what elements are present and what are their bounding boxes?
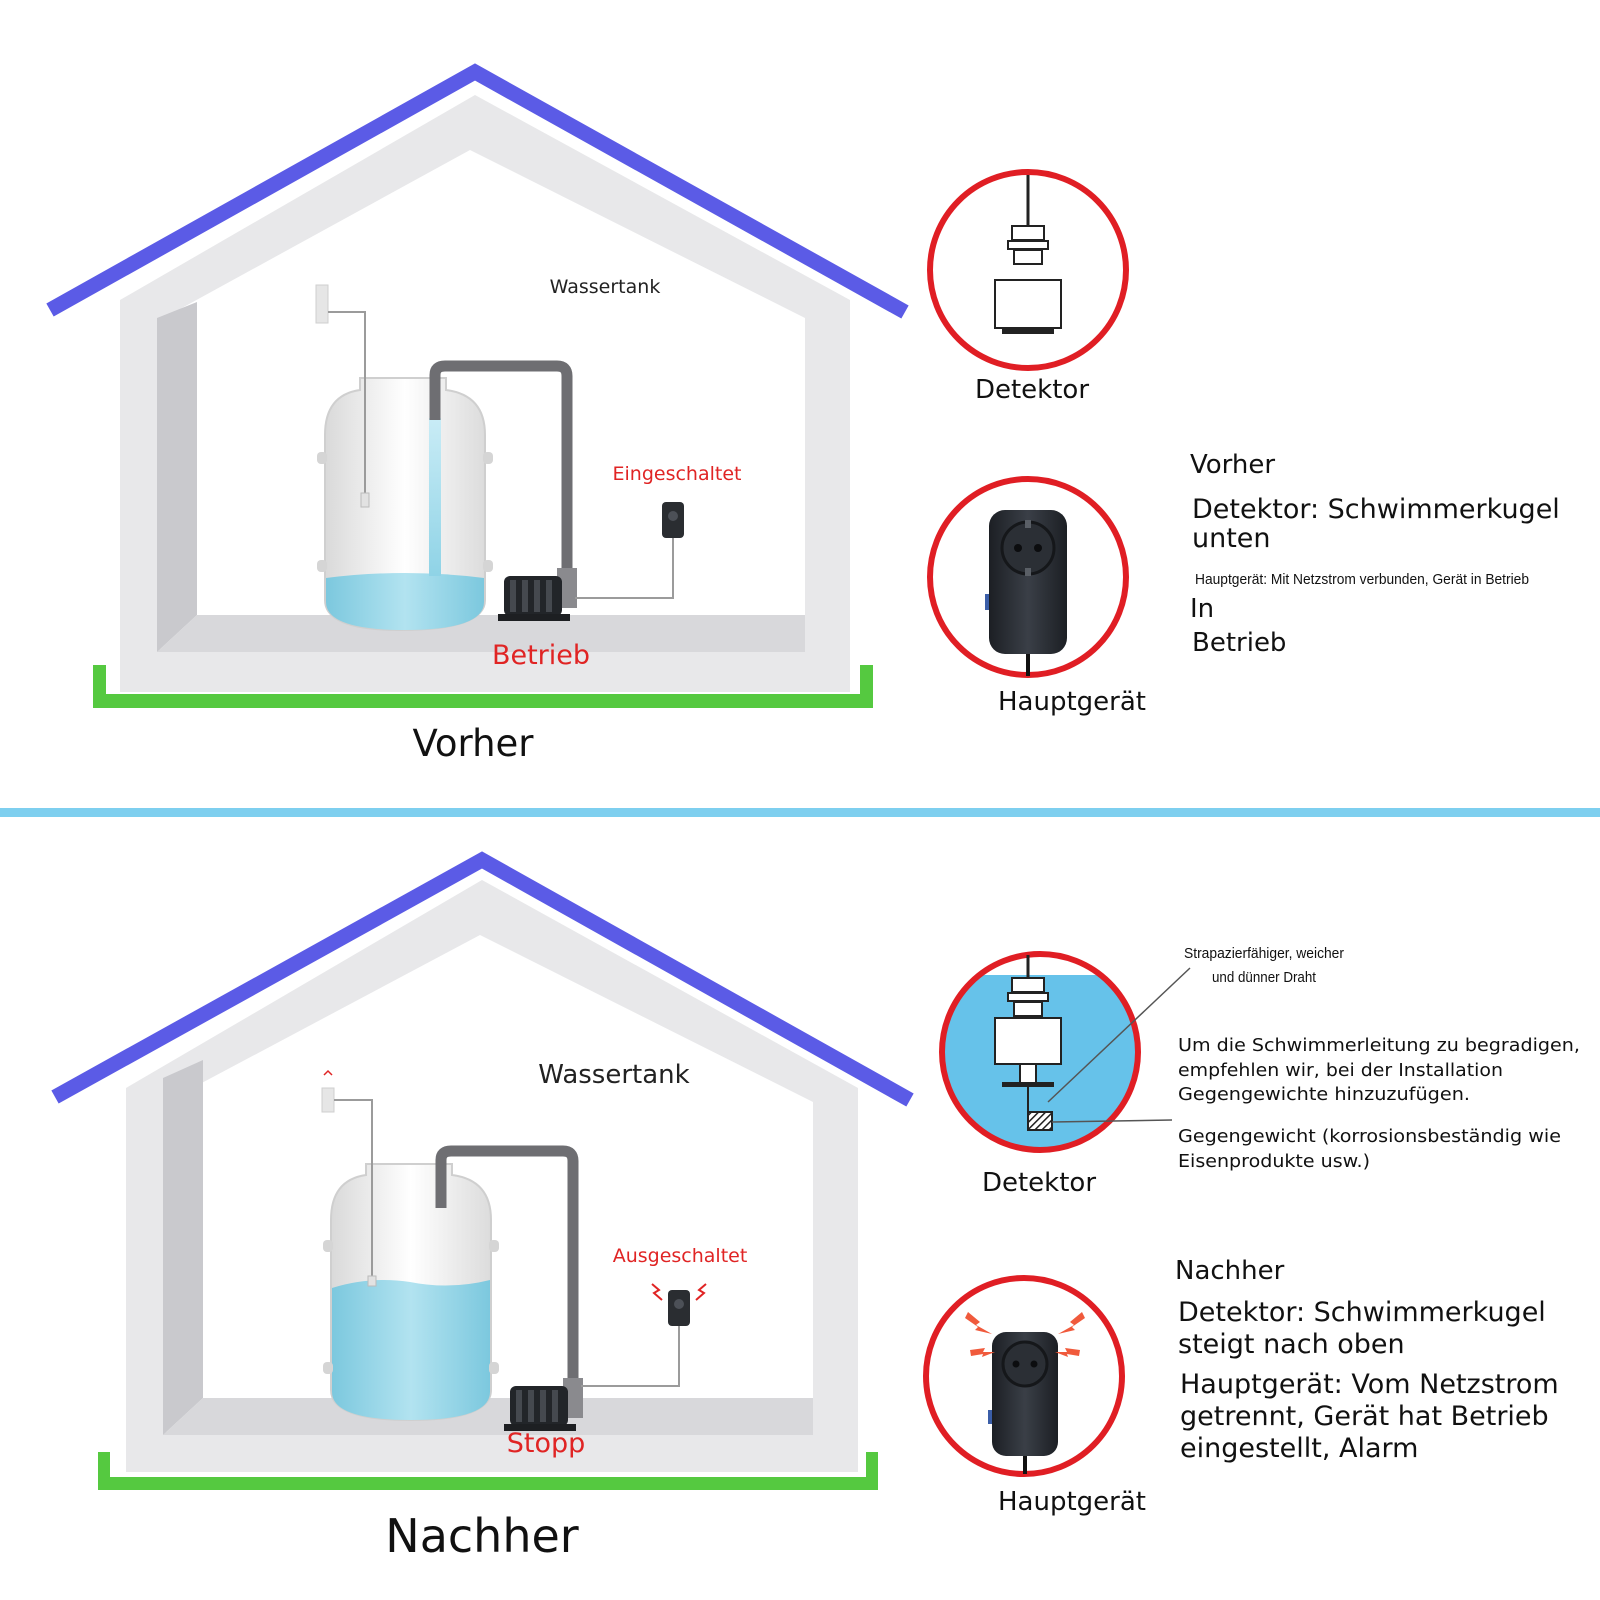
info-haupt-line3-bottom: eingestellt, Alarm [1180, 1433, 1418, 1464]
wire-pointer-line [1047, 967, 1191, 1103]
socket-device-icon [985, 510, 1067, 676]
weight-pointer-line [1051, 1119, 1173, 1123]
detector-callout-top [927, 169, 1129, 371]
wassertank-label-top: Wassertank [550, 276, 661, 298]
info-haupt-line1-bottom: Hauptgerät: Vom Netzstrom [1180, 1369, 1559, 1400]
tip-line1: Um die Schwimmerleitung zu begradigen, [1178, 1035, 1580, 1056]
stopp-label: Stopp [507, 1428, 586, 1459]
info-block-top: Vorher Detektor: Schwimmerkugel unten Ha… [1190, 450, 1560, 658]
house-top [46, 63, 909, 708]
house-left-wall-top [157, 302, 197, 652]
info-detektor-line1-bottom: Detektor: Schwimmerkugel [1178, 1297, 1546, 1328]
info-detektor-line2-bottom: steigt nach oben [1178, 1329, 1405, 1360]
water-tank-top [317, 377, 493, 632]
caption-nachher: Nachher [385, 1509, 578, 1563]
tip-line2: empfehlen wir, bei der Installation [1178, 1060, 1503, 1081]
tank-water-top [326, 573, 484, 630]
ground-bottom [98, 1452, 878, 1490]
water-tank-bottom [323, 1163, 499, 1422]
detector-callout-bottom [939, 951, 1191, 1153]
ausgeschaltet-label: Ausgeschaltet [613, 1245, 748, 1267]
house-interior-top [160, 150, 805, 650]
eingeschaltet-label: Eingeschaltet [613, 463, 742, 485]
house-floor-top [157, 615, 805, 652]
info-haupt-line2-bottom: getrennt, Gerät hat Betrieb [1180, 1401, 1549, 1432]
pump-icon-bottom [504, 1386, 576, 1431]
roof-top [46, 63, 909, 319]
float-switch-bottom [321, 1069, 377, 1287]
tip-line3: Gegengewichte hinzuzufügen. [1178, 1084, 1470, 1105]
main-device-callout-bottom [923, 1275, 1125, 1477]
info-betrieb-top: Betrieb [1192, 628, 1286, 658]
house-left-wall-bottom [163, 1060, 203, 1435]
caption-vorher: Vorher [412, 722, 534, 765]
controller-bottom [581, 1283, 707, 1387]
info-heading-nachher: Nachher [1175, 1256, 1285, 1286]
counterweight [1027, 1111, 1053, 1131]
weight-note-line2: Eisenprodukte usw.) [1178, 1151, 1370, 1172]
tank-water-bottom [332, 1280, 490, 1420]
alarm-spark-icon-callout [965, 1312, 1085, 1357]
wire-note-line1: Strapazierfähiger, weicher [1184, 945, 1344, 962]
float-switch-icon-bottom [994, 955, 1062, 1131]
pump-icon [498, 576, 570, 621]
info-haupt-small-top: Hauptgerät: Mit Netzstrom verbunden, Ger… [1195, 571, 1529, 588]
info-block-bottom: Nachher Detektor: Schwimmerkugel steigt … [1175, 1256, 1559, 1464]
water-stream-top [429, 418, 441, 576]
betrieb-label: Betrieb [492, 640, 590, 671]
main-device-callout-top [927, 476, 1129, 678]
alarm-spark-icon [651, 1283, 707, 1301]
ground-top [93, 665, 873, 708]
hauptgeraet-label-bottom: Hauptgerät [998, 1487, 1146, 1517]
house-interior-bottom [166, 935, 813, 1432]
roof-bottom [51, 851, 914, 1107]
info-in-top: In [1190, 594, 1214, 624]
float-switch-icon [994, 175, 1062, 334]
detektor-label-bottom: Detektor [982, 1168, 1096, 1198]
wassertank-label-bottom: Wassertank [538, 1060, 689, 1090]
wire-note-line2: und dünner Draht [1212, 969, 1317, 986]
float-switch-top [315, 284, 370, 508]
divider [0, 808, 1600, 817]
info-heading-vorher: Vorher [1190, 450, 1275, 480]
hauptgeraet-label-top: Hauptgerät [998, 687, 1146, 717]
controller-top [575, 502, 684, 599]
info-detektor-line2-top: unten [1192, 523, 1271, 554]
info-detektor-line1-top: Detektor: Schwimmerkugel [1192, 494, 1560, 525]
detektor-label-top: Detektor [975, 375, 1089, 405]
socket-device-icon-bottom [988, 1332, 1058, 1474]
weight-note-line1: Gegengewicht (korrosionsbeständig wie [1178, 1126, 1561, 1147]
house-floor-bottom [163, 1398, 813, 1435]
